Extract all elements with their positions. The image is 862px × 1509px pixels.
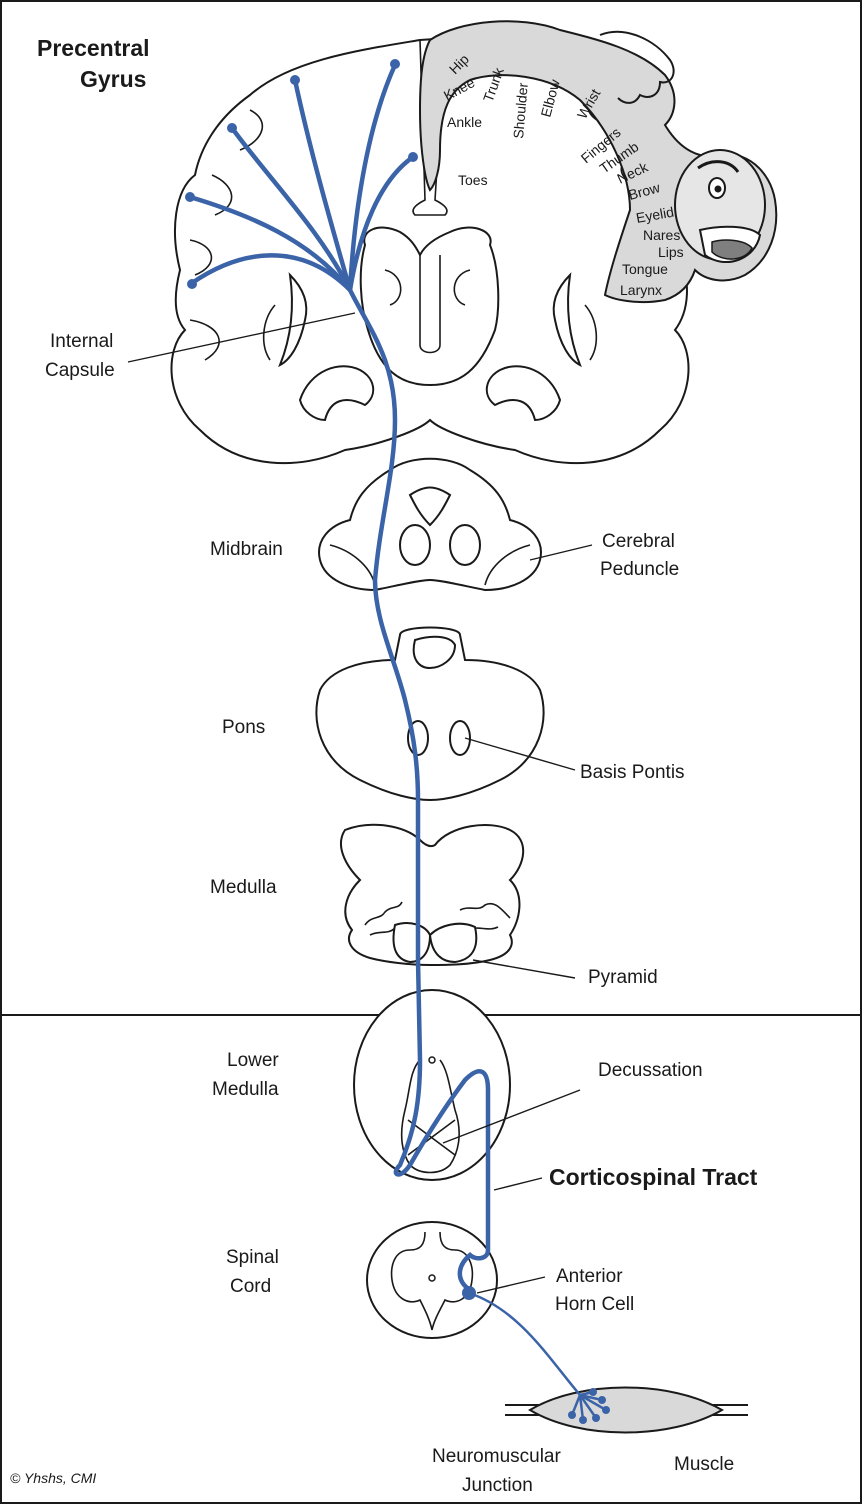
label-internal-capsule-1: Internal <box>50 331 113 352</box>
medulla-section <box>341 825 523 965</box>
label-basis-pontis: Basis Pontis <box>580 762 685 783</box>
title-line-2: Gyrus <box>80 66 146 92</box>
label-nmj-2: Junction <box>462 1475 533 1496</box>
hom-larynx: Larynx <box>620 282 662 298</box>
label-lower-medulla-2: Medulla <box>212 1079 279 1100</box>
label-medulla: Medulla <box>210 877 277 898</box>
label-spinal-cord-1: Spinal <box>226 1247 279 1268</box>
label-corticospinal-tract: Corticospinal Tract <box>549 1164 758 1190</box>
label-cerebral-peduncle-1: Cerebral <box>602 531 675 552</box>
label-nmj-1: Neuromuscular <box>432 1446 561 1467</box>
title-line-1: Precentral <box>37 35 150 61</box>
label-pons: Pons <box>222 717 265 738</box>
label-decussation: Decussation <box>598 1060 703 1081</box>
label-pyramid: Pyramid <box>588 967 658 988</box>
hom-nares: Nares <box>643 227 680 243</box>
leader-lines <box>128 313 592 1293</box>
label-cerebral-peduncle-2: Peduncle <box>600 559 679 580</box>
hom-toes: Toes <box>458 172 488 188</box>
credit-text: © Yhshs, CMI <box>10 1470 96 1486</box>
hom-tongue: Tongue <box>622 261 668 277</box>
muscle-illustration <box>505 1388 748 1433</box>
label-muscle: Muscle <box>674 1454 734 1475</box>
label-lower-medulla-1: Lower <box>227 1050 279 1071</box>
label-spinal-cord-2: Cord <box>230 1276 271 1297</box>
spinal-cord-section <box>367 1222 497 1338</box>
hom-ankle: Ankle <box>447 114 482 130</box>
hom-lips: Lips <box>658 244 684 260</box>
label-anterior-horn-2: Horn Cell <box>555 1294 634 1315</box>
midbrain-section <box>319 459 541 590</box>
label-internal-capsule-2: Capsule <box>45 360 115 381</box>
pons-section <box>316 628 543 801</box>
label-anterior-horn-1: Anterior <box>556 1266 623 1287</box>
label-midbrain: Midbrain <box>210 539 283 560</box>
